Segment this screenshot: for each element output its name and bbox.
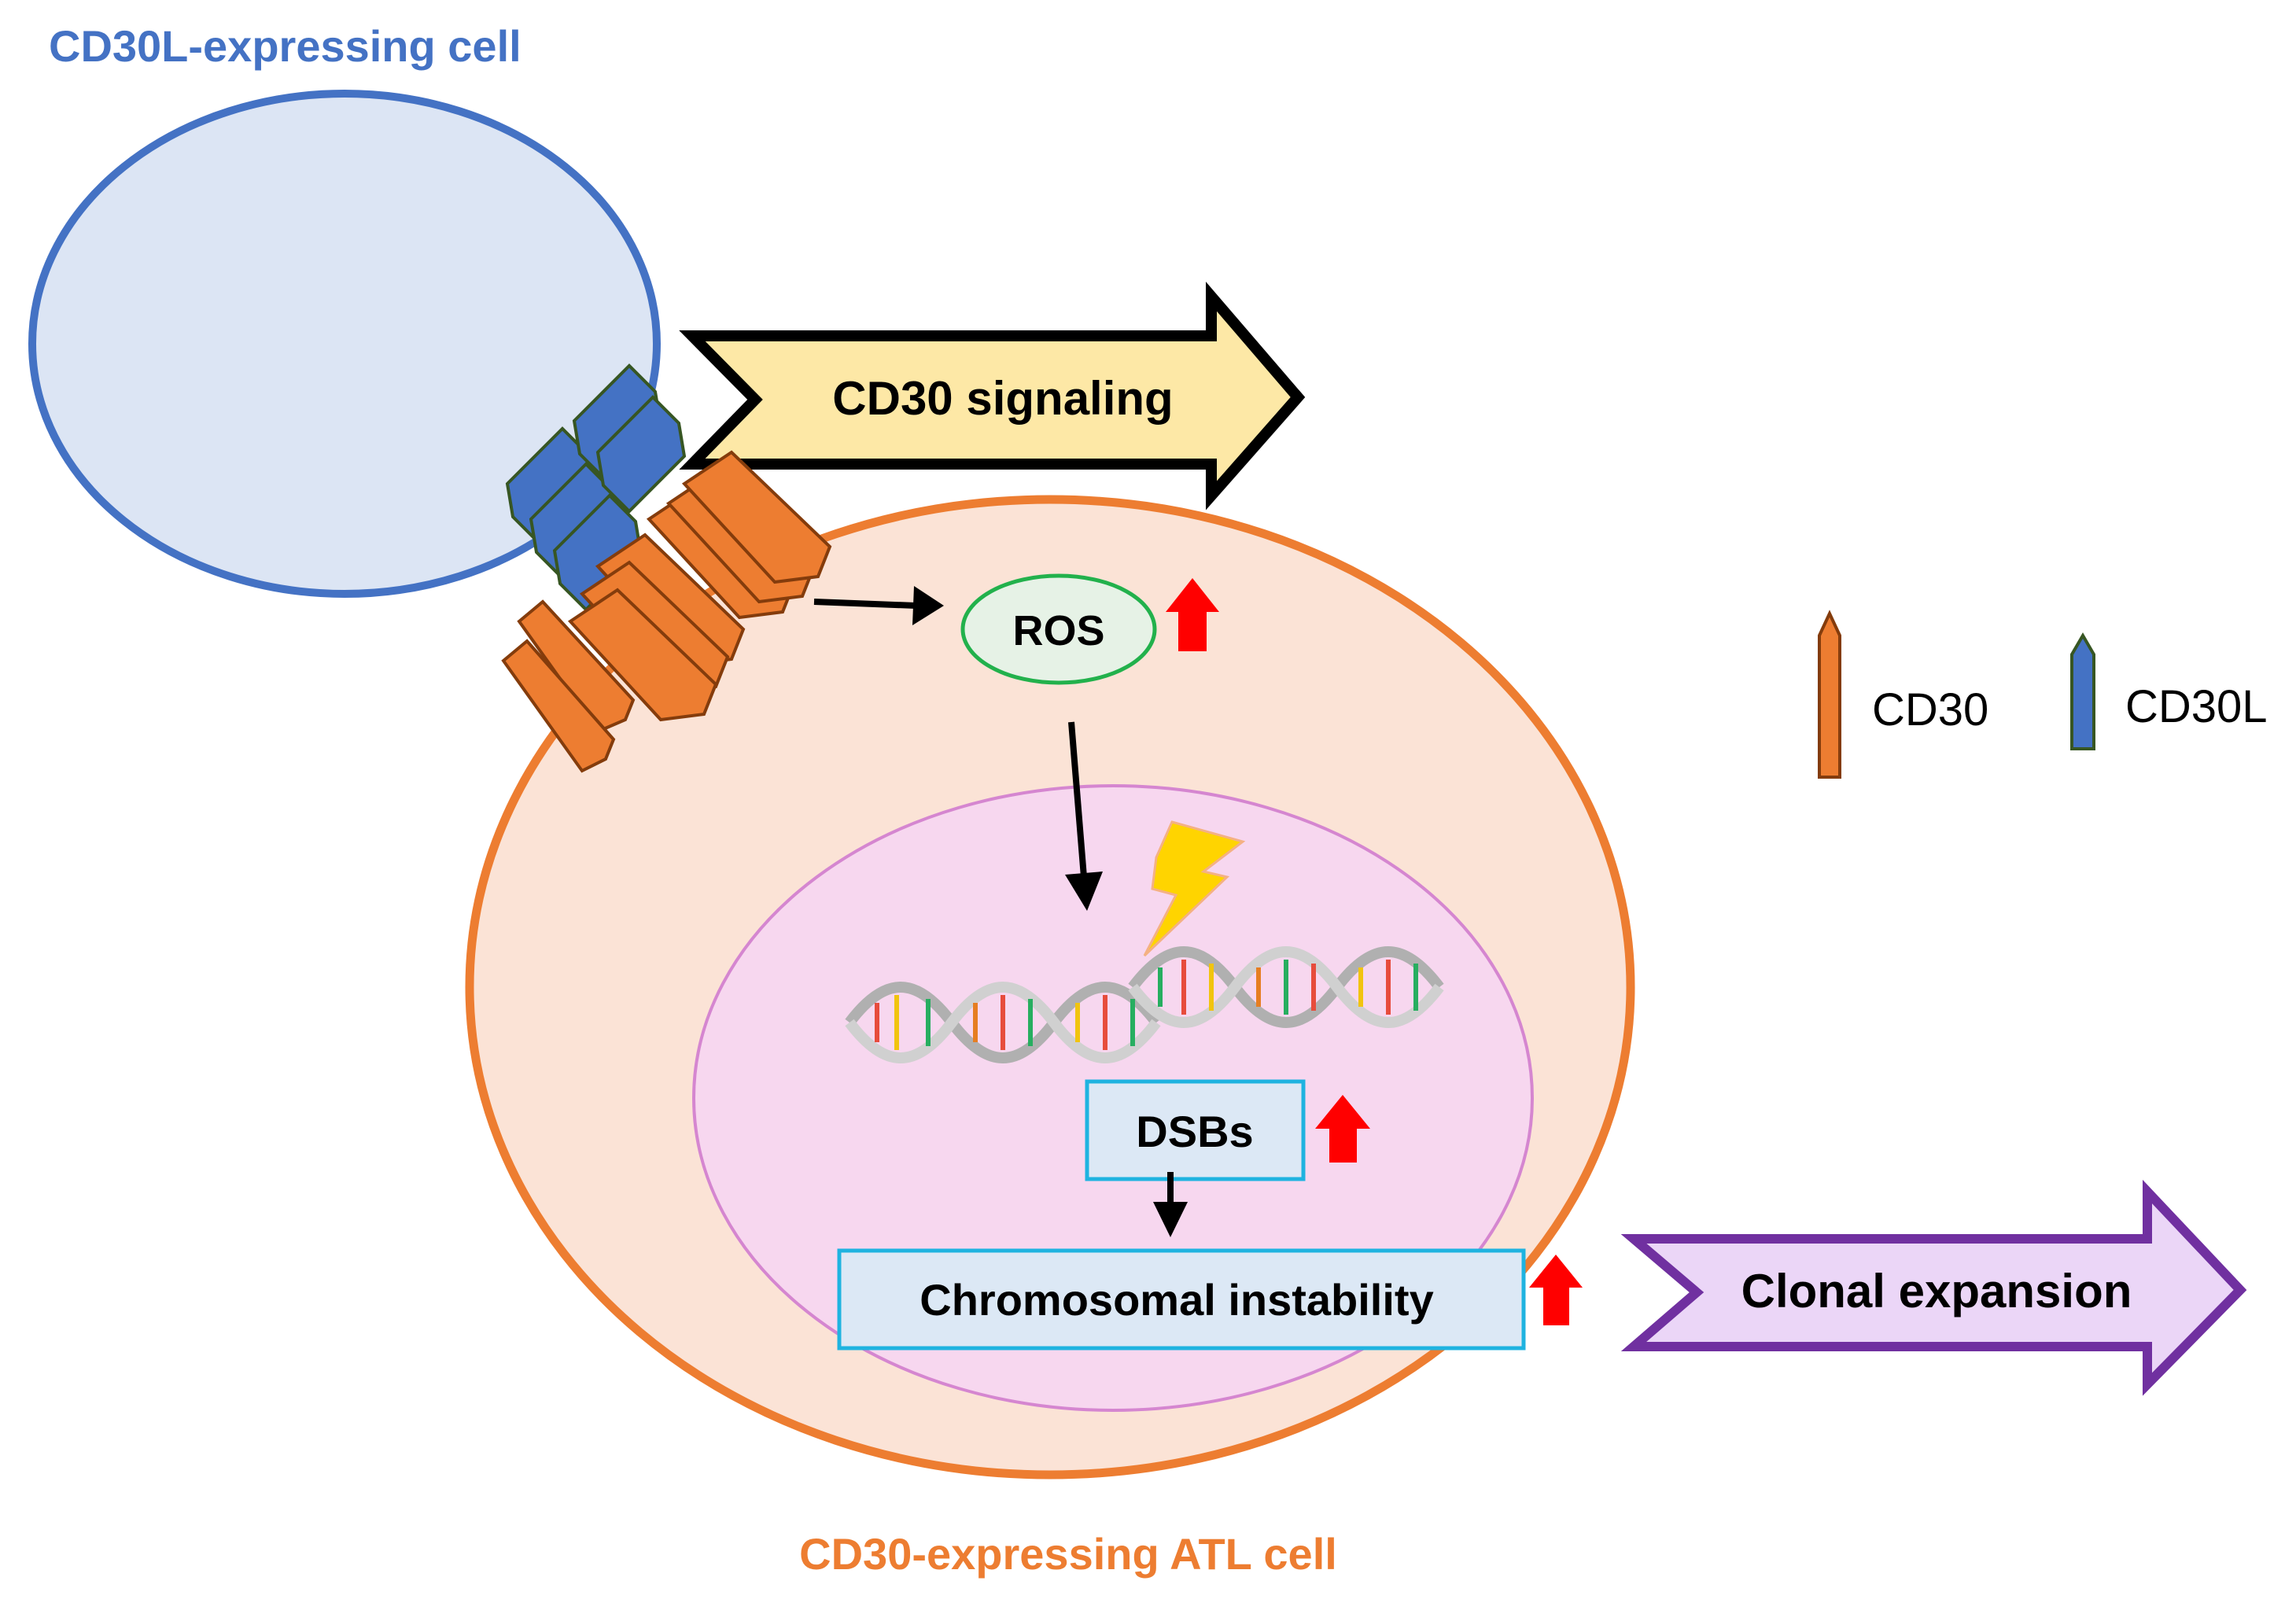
chromosomal-instability-node: Chromosomal instability (837, 1248, 1526, 1351)
cd30-receptor (501, 450, 832, 773)
legend-cd30-label: CD30 (1872, 684, 1988, 735)
dsbs-increase-arrow-icon (1315, 1095, 1370, 1163)
dna-fragment-right (1128, 946, 1444, 1028)
dsbs-label: DSBs (1136, 1107, 1253, 1156)
legend-cd30l-label: CD30L (2125, 681, 2268, 732)
dsbs-node: DSBs (1085, 1079, 1306, 1181)
ros-increase-arrow-icon (1166, 578, 1219, 651)
ros-node: ROS (960, 573, 1157, 685)
cd30-signaling-label: CD30 signaling (832, 372, 1173, 425)
receptor-ligand-cluster (501, 363, 832, 773)
arrow-to-ros (813, 586, 944, 625)
legend-cd30l: CD30L (2070, 632, 2268, 750)
atl-cell-label: CD30-expressing ATL cell (799, 1529, 1337, 1579)
ligand-cell-label: CD30L-expressing cell (49, 21, 521, 71)
lightning-bolt-icon (1143, 820, 1246, 957)
cd30l-legend-icon (2070, 632, 2095, 750)
arrow-ros-to-dna (1065, 721, 1103, 911)
dna-helix-icon (845, 946, 1444, 1063)
ligand-cell (28, 90, 661, 598)
cd30-signaling-arrow: CD30 signaling (679, 282, 1306, 510)
clonal-expansion-arrow: Clonal expansion (1620, 1179, 2247, 1396)
dna-fragment-left (845, 982, 1161, 1063)
cd30l-ligand (505, 363, 687, 612)
instability-increase-arrow-icon (1529, 1255, 1583, 1325)
ros-label: ROS (1012, 607, 1104, 654)
clonal-expansion-label: Clonal expansion (1741, 1265, 2132, 1317)
chromosomal-instability-label: Chromosomal instability (920, 1275, 1433, 1325)
arrow-dsbs-to-instability (1153, 1172, 1188, 1237)
cd30-legend-icon (1818, 610, 1841, 779)
legend-cd30: CD30 (1818, 610, 1988, 779)
legend: CD30 CD30L (1818, 610, 2268, 779)
